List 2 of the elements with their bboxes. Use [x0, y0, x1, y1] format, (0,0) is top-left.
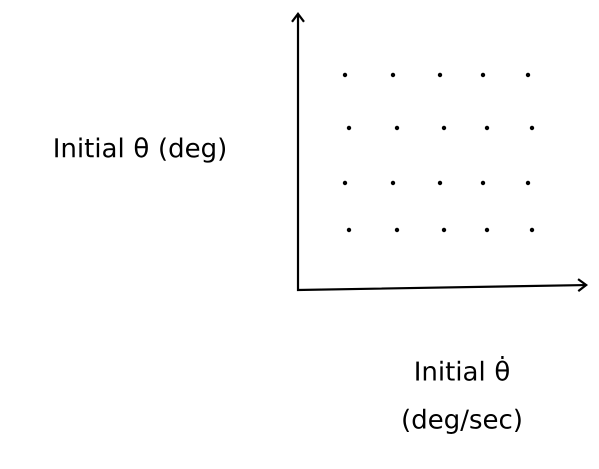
axis-label: Initial θ̇ (deg/sec)	[403, 356, 521, 434]
axis-label: Initial θ (deg)	[55, 137, 226, 163]
